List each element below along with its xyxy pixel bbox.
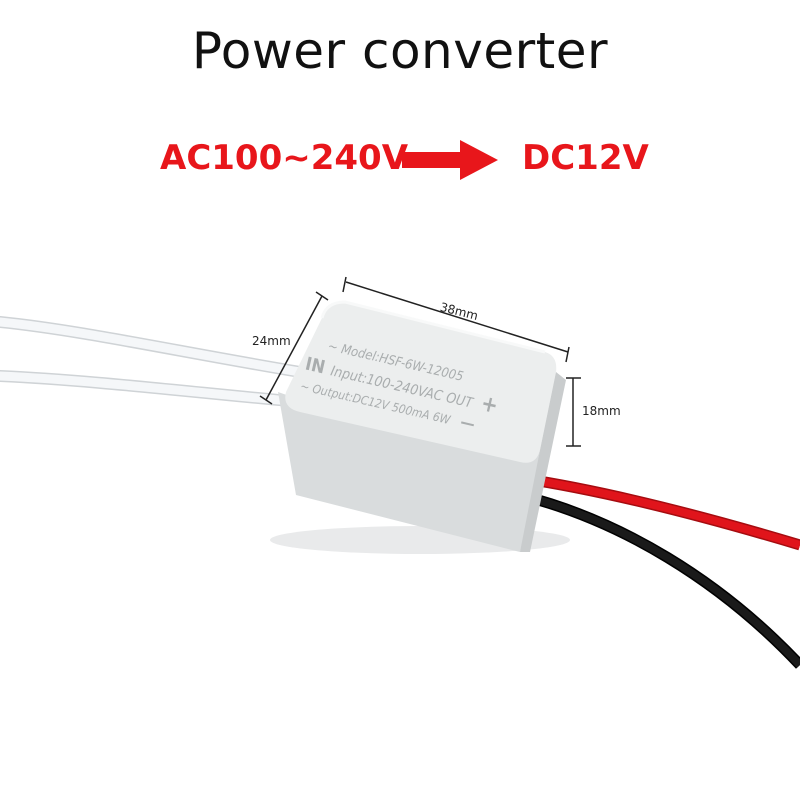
in-label: IN — [303, 353, 328, 379]
dimension-width-label: 24mm — [252, 334, 291, 348]
input-voltage-label: AC100~240V — [160, 138, 409, 178]
conversion-row: AC100~240V DC12V — [0, 138, 800, 188]
output-voltage-label: DC12V — [522, 138, 649, 178]
dimension-lines — [259, 276, 581, 447]
plus-sign: + — [478, 391, 501, 420]
converter-module — [270, 300, 570, 554]
page-title: Power converter — [191, 22, 609, 80]
minus-sign: — — [458, 411, 477, 434]
arrow-right-icon — [402, 140, 498, 180]
white-input-wires — [0, 316, 306, 408]
dimension-height-label: 18mm — [582, 404, 621, 418]
output-wires — [518, 472, 800, 669]
